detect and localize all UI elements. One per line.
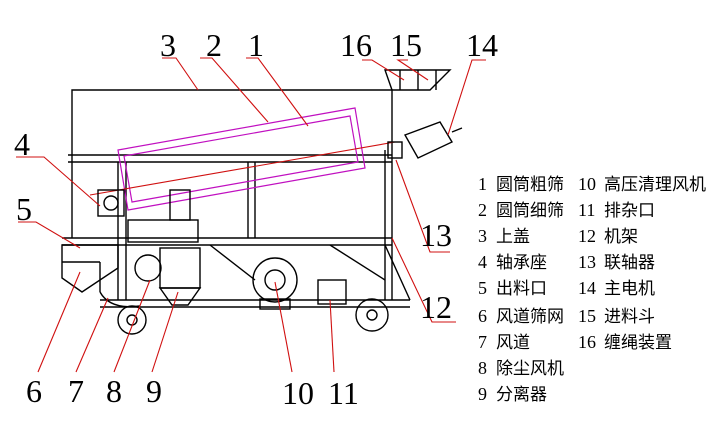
legend-num-9: 9 <box>478 384 487 404</box>
machine-body <box>62 89 411 308</box>
legend-label-15: 进料斗 <box>604 307 655 327</box>
main-motor <box>403 121 463 159</box>
callout-5: 5 <box>16 191 32 227</box>
legend: 1 圆筒粗筛 2 圆筒细筛 3 上盖 4 轴承座 5 出料口 6 风道筛网 7 … <box>478 174 706 405</box>
legend-num-2: 2 <box>478 200 487 220</box>
legend-label-5: 出料口 <box>496 279 547 299</box>
legend-num-3: 3 <box>478 226 487 246</box>
callout-1: 1 <box>248 27 264 63</box>
drum-screens <box>89 107 396 211</box>
callout-15: 15 <box>390 27 422 63</box>
legend-label-6: 风道筛网 <box>496 307 564 327</box>
legend-num-6: 6 <box>478 306 487 326</box>
legend-label-1: 圆筒粗筛 <box>496 175 564 195</box>
legend-num-7: 7 <box>478 332 487 352</box>
legend-num-11: 11 <box>578 200 595 220</box>
outlet-chute <box>61 244 119 293</box>
high-pressure-fan <box>252 257 298 310</box>
callout-7: 7 <box>68 373 84 409</box>
bearing-housing <box>97 189 125 217</box>
legend-num-4: 4 <box>478 252 487 272</box>
legend-label-14: 主电机 <box>604 279 655 299</box>
callout-12: 12 <box>420 289 452 325</box>
legend-num-1: 1 <box>478 174 487 194</box>
callout-3: 3 <box>160 27 176 63</box>
callout-4: 4 <box>14 126 30 162</box>
legend-label-12: 机架 <box>604 227 638 247</box>
legend-num-8: 8 <box>478 358 487 378</box>
legend-label-3: 上盖 <box>496 227 530 247</box>
legend-label-13: 联轴器 <box>604 253 655 273</box>
legend-label-4: 轴承座 <box>496 253 547 273</box>
top-cover <box>71 89 393 150</box>
legend-label-7: 风道 <box>496 333 530 353</box>
leader-lines <box>16 57 486 373</box>
callout-16: 16 <box>340 27 372 63</box>
drum-fine-screen <box>123 115 359 203</box>
callout-10: 10 <box>282 375 314 411</box>
callout-2: 2 <box>206 27 222 63</box>
callout-numbers: 1 2 3 4 5 6 7 8 9 10 11 12 13 14 15 16 <box>14 27 498 411</box>
legend-num-10: 10 <box>578 174 596 194</box>
callout-14: 14 <box>466 27 498 63</box>
callout-8: 8 <box>106 373 122 409</box>
legend-num-16: 16 <box>578 332 596 352</box>
legend-label-16: 缠绳装置 <box>604 333 672 353</box>
legend-num-15: 15 <box>578 306 596 326</box>
callout-13: 13 <box>420 217 452 253</box>
legend-label-2: 圆筒细筛 <box>496 201 564 221</box>
feed-hopper <box>384 69 452 91</box>
legend-num-5: 5 <box>478 278 487 298</box>
legend-num-14: 14 <box>578 278 596 298</box>
legend-label-8: 除尘风机 <box>496 359 564 379</box>
callout-11: 11 <box>328 375 359 411</box>
coupling <box>387 141 403 159</box>
drum-axis <box>89 141 396 196</box>
callout-6: 6 <box>26 373 42 409</box>
trash-outlet <box>317 279 347 305</box>
legend-label-11: 排杂口 <box>604 201 655 221</box>
wheels <box>117 298 389 335</box>
callout-9: 9 <box>146 373 162 409</box>
drum-coarse-screen <box>117 107 366 211</box>
legend-num-12: 12 <box>578 226 596 246</box>
legend-label-10: 高压清理风机 <box>604 175 706 195</box>
legend-num-13: 13 <box>578 252 596 272</box>
legend-label-9: 分离器 <box>496 385 547 405</box>
dust-fan-and-separator <box>127 189 202 306</box>
